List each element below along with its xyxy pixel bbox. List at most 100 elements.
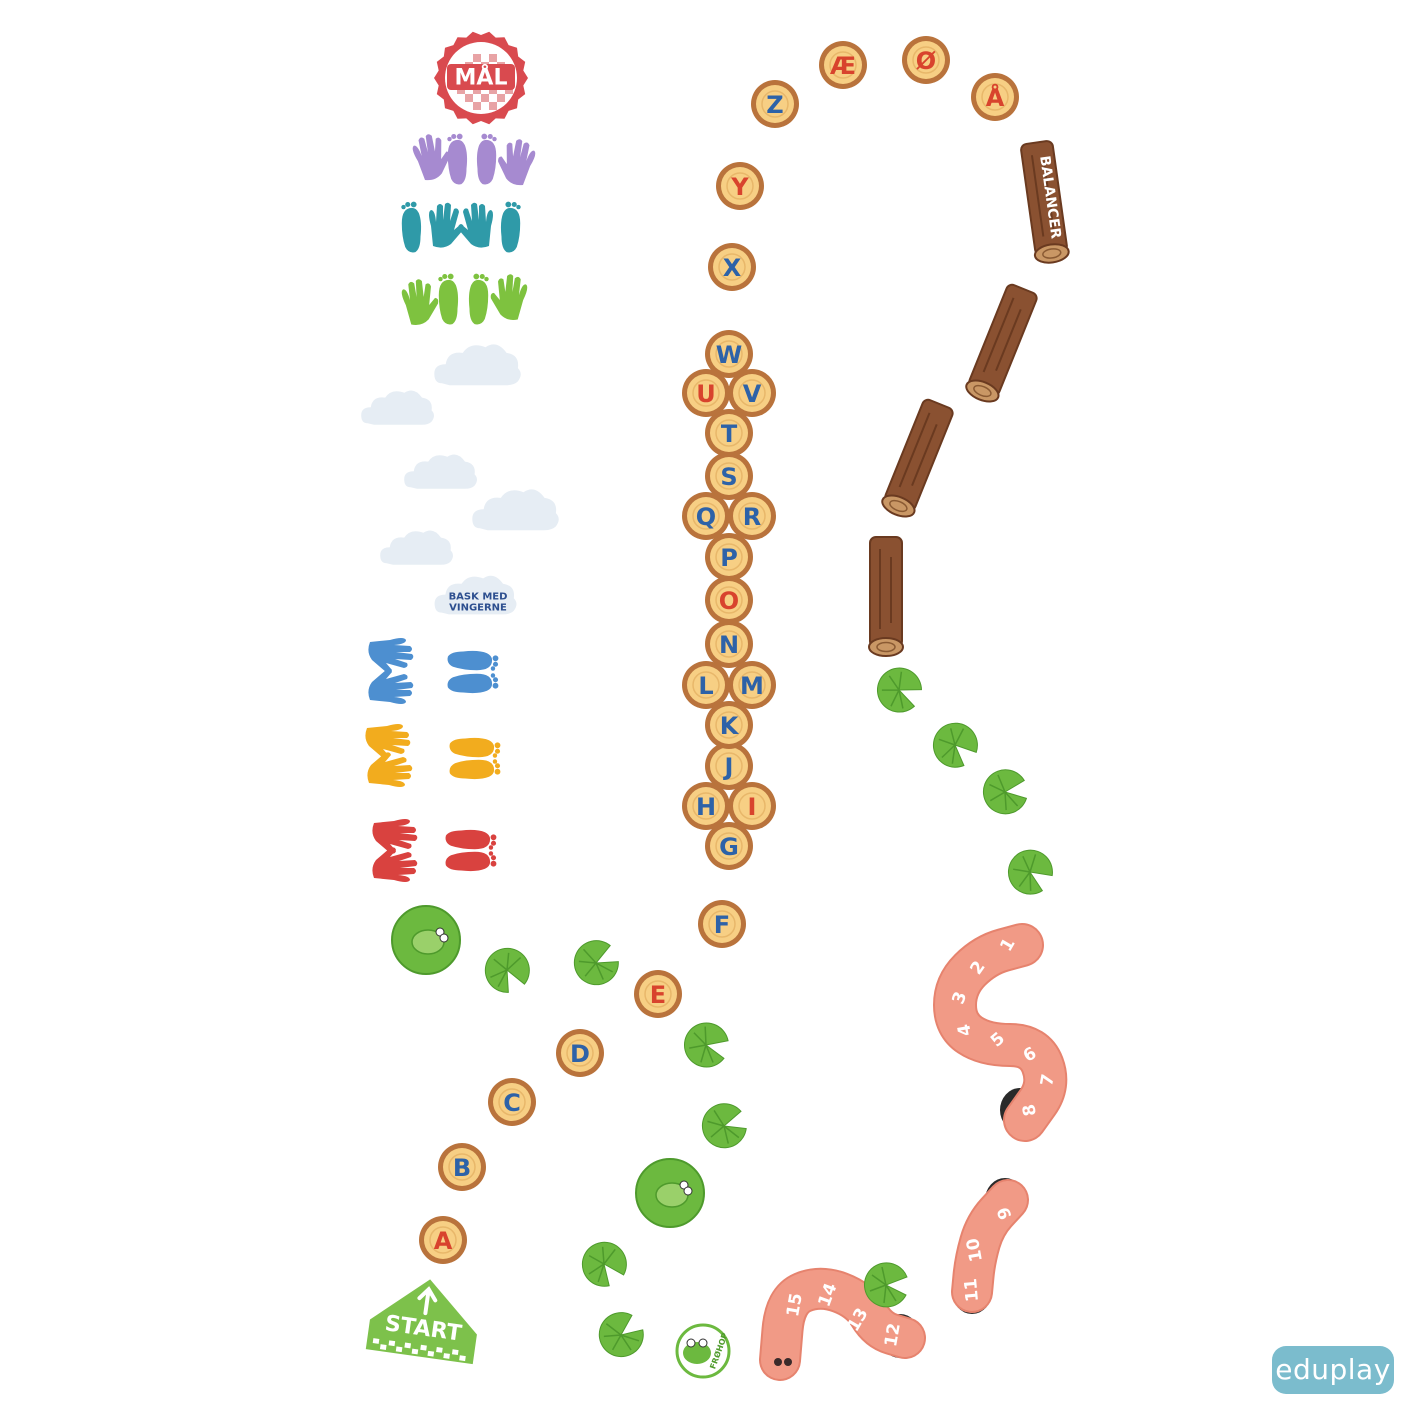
stump-letter-label: B <box>453 1154 471 1182</box>
frog-badge: FRØHOP <box>675 1323 731 1379</box>
stump-letter-j: J <box>705 742 753 790</box>
foot-icon <box>447 650 499 671</box>
lily-pad <box>680 1018 732 1071</box>
stump-letter-l: L <box>682 661 730 709</box>
foot-icon <box>476 133 497 185</box>
stump-letter-u: U <box>682 369 730 417</box>
stump-letter-label: M <box>740 672 764 700</box>
stump-letter-b: B <box>438 1143 486 1191</box>
stump-letter-label: P <box>720 544 738 572</box>
stump-letter-r: R <box>728 492 776 540</box>
stump-letter-label: F <box>714 911 730 939</box>
foot-icon <box>447 673 499 694</box>
stump-letter-s: S <box>705 452 753 500</box>
stump-letter-w: W <box>705 330 753 378</box>
stump-letter-label: R <box>743 503 761 531</box>
cloud <box>404 454 477 489</box>
stump-letter-label: Å <box>986 83 1005 112</box>
worm-number: 15 <box>783 1292 807 1319</box>
lily-pad <box>695 1097 752 1155</box>
stump-letter-label: O <box>719 587 739 615</box>
lily-pad <box>476 939 538 1000</box>
hand-icon <box>368 638 414 673</box>
hand-icon <box>368 669 414 704</box>
foot-icon <box>445 851 497 872</box>
foot-icon <box>438 273 459 325</box>
stump-letter-label: J <box>723 753 734 781</box>
lily-pad <box>572 1232 636 1295</box>
stump-letter-label: D <box>570 1040 590 1068</box>
stump-letter-a: A <box>419 1216 467 1264</box>
stump-letter-c: C <box>488 1078 536 1126</box>
lily-pad <box>923 713 987 777</box>
cloud <box>380 530 453 565</box>
stump-letter-label: C <box>503 1089 521 1117</box>
worm-eye <box>784 1358 792 1366</box>
cloud <box>361 390 434 425</box>
stump-letter-v: V <box>728 369 776 417</box>
foot-icon <box>449 759 501 780</box>
lily-pad <box>979 765 1031 819</box>
stump-letter-label: N <box>719 631 739 659</box>
worm-number: 11 <box>961 1277 983 1302</box>
stump-letter-e: E <box>634 970 682 1018</box>
stump-letter-m: M <box>728 661 776 709</box>
lily-pad <box>565 932 626 994</box>
stump-letter-label: X <box>723 254 742 282</box>
cloud-sign-line2: VINGERNE <box>449 603 507 614</box>
log <box>965 283 1038 403</box>
log <box>868 536 904 657</box>
worm-lower <box>759 1267 926 1381</box>
worm-middle <box>951 1179 1029 1313</box>
stump-letter-f: F <box>698 900 746 948</box>
stump-letter-label: K <box>720 712 740 740</box>
worm-number: 7 <box>1037 1072 1059 1087</box>
hand-icon <box>429 202 464 248</box>
stump-letter-x: X <box>708 243 756 291</box>
stump-letter-label: T <box>721 420 738 448</box>
stump-letter-label: A <box>434 1227 453 1255</box>
hand-icon <box>367 752 413 787</box>
cloud-sign-line1: BASK MED <box>449 592 508 603</box>
stump-letter-label: S <box>720 463 737 491</box>
stump-letter-t: T <box>705 409 753 457</box>
stump-letter-label: E <box>650 981 666 1009</box>
start-sign: START <box>365 1279 477 1365</box>
stump-letter-label: G <box>719 833 739 861</box>
cloud <box>434 344 521 386</box>
lily-pad <box>589 1303 652 1367</box>
stump-letter-label: V <box>743 380 762 408</box>
log <box>881 398 954 518</box>
stump-letter-o: O <box>705 576 753 624</box>
stump-letter-i: I <box>728 782 776 830</box>
eduplay-logo: eduplay <box>1272 1346 1394 1394</box>
stump-letter-g: G <box>705 822 753 870</box>
log-balance: BALANCER <box>1020 140 1070 264</box>
stump-letter-q: Q <box>682 492 730 540</box>
cloud <box>472 489 559 531</box>
stump-letter-label: L <box>698 672 713 700</box>
worm-number: 10 <box>963 1236 987 1263</box>
worm-number: 12 <box>881 1322 905 1349</box>
lily-pad-with-frog <box>391 905 461 975</box>
foot-icon <box>445 829 497 850</box>
stump-letter-d: D <box>556 1029 604 1077</box>
stump-letter-label: W <box>716 341 742 369</box>
lily-pad-with-frog <box>635 1158 705 1228</box>
foot-icon <box>468 273 489 325</box>
stump-letter-label: I <box>748 793 757 821</box>
stump-letter-label: Æ <box>830 52 856 80</box>
hand-icon <box>399 276 442 327</box>
worm-eye <box>774 1358 782 1366</box>
foot-icon <box>500 201 521 253</box>
stump-letter-ø: Ø <box>902 36 950 84</box>
foot-icon <box>401 201 422 253</box>
lily-pad <box>999 841 1060 903</box>
stump-letter-æ: Æ <box>819 41 867 89</box>
stump-letter-y: Y <box>716 162 764 210</box>
foot-icon <box>449 737 501 758</box>
stump-letter-z: Z <box>751 80 799 128</box>
goal-badge: MÅL <box>434 31 528 125</box>
hand-icon <box>487 271 530 322</box>
